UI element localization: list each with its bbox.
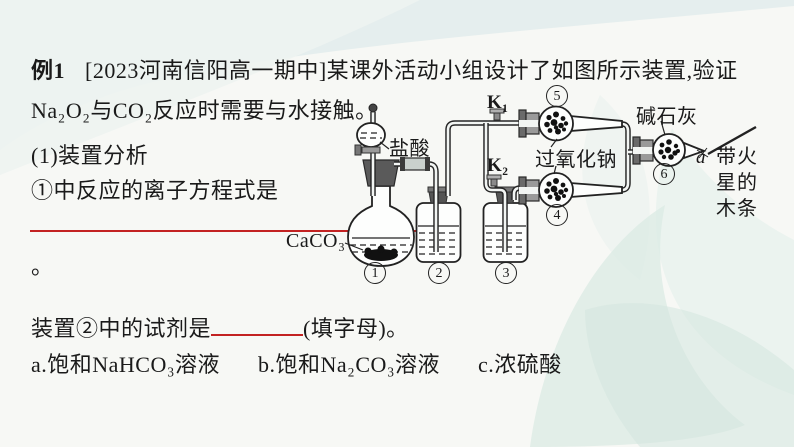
label-valve-k2: K₂ <box>487 155 509 176</box>
option-c: c.浓硫酸 <box>478 352 562 377</box>
label-sodium-peroxide: 过氧化钠 <box>535 149 617 171</box>
question1-text: ①中反应的离子方程式是 <box>31 178 279 203</box>
answer-blank-line <box>30 230 447 232</box>
label-hydrochloric-acid: 盐酸 <box>389 138 430 160</box>
part1-heading: (1)装置分析 <box>31 143 149 168</box>
badge-3: 3 <box>495 262 517 284</box>
badge-6: 6 <box>653 163 675 185</box>
badge-5: 5 <box>546 85 568 107</box>
label-valve-k1: K₁ <box>487 92 509 113</box>
stem-line-1-text: [2023河南信阳高一期中]某课外活动小组设计了如图所示装置,验证 <box>85 58 738 83</box>
teal-top-left-shape <box>0 0 420 175</box>
example-tag: 例1 <box>31 58 66 83</box>
label-soda-lime: 碱石灰 <box>636 106 698 128</box>
teal-leaf-corner <box>585 303 794 447</box>
stem-line-1: 例1 [2023河南信阳高一期中]某课外活动小组设计了如图所示装置,验证 <box>31 53 738 85</box>
label-point-a: a <box>696 147 706 168</box>
answer-blank-inline <box>211 314 304 336</box>
badge-1: 1 <box>364 262 386 284</box>
badge-4: 4 <box>546 204 568 226</box>
question2-line: 装置②中的试剂是 (填字母)。 <box>31 311 409 343</box>
teal-leaf-right <box>655 128 794 395</box>
label-splint: 带火 星的 木条 <box>716 146 758 220</box>
question2-prefix: 装置②中的试剂是 <box>31 316 212 341</box>
label-caco3: CaCO₃ <box>286 230 346 252</box>
option-b: b.饱和Na₂CO₃溶液 <box>258 352 441 377</box>
question2-suffix: (填字母)。 <box>303 316 409 341</box>
stem-line-2: Na₂O₂与CO₂反应时需要与水接触。 <box>31 98 378 123</box>
question1-period: 。 <box>31 254 54 279</box>
badge-2: 2 <box>428 262 450 284</box>
option-a: a.饱和NaHCO₃溶液 <box>31 352 221 377</box>
